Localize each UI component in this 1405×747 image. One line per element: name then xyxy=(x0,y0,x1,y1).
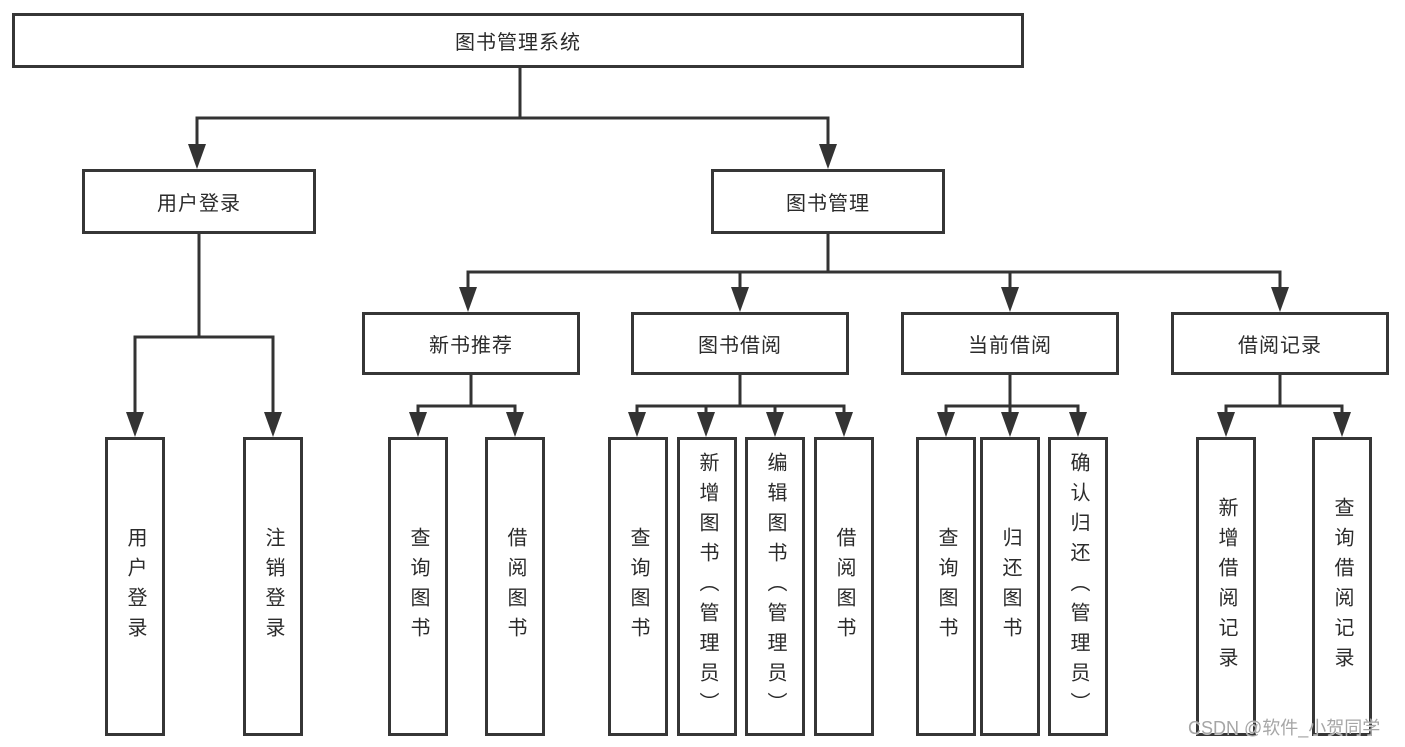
connector-root xyxy=(195,68,830,150)
leaf-label: 查询图书 xyxy=(935,526,957,647)
node-user-login: 用户登录 xyxy=(82,169,316,234)
leaf-confirm-return-admin: 确认归还（管理员） xyxy=(1048,437,1108,736)
leaf-label: 编辑图书（管理员） xyxy=(764,451,786,722)
node-book-borrow: 图书借阅 xyxy=(631,312,849,375)
arrowhead xyxy=(628,412,646,437)
connector-current-borrow xyxy=(944,375,1080,418)
leaf-label: 确认归还（管理员） xyxy=(1067,451,1089,722)
arrowhead xyxy=(506,412,524,437)
leaf-label: 借阅图书 xyxy=(504,526,526,647)
leaf-borrow-books-recommend: 借阅图书 xyxy=(485,437,545,736)
arrowhead xyxy=(459,287,477,312)
leaf-label: 查询图书 xyxy=(627,526,649,647)
csdn-watermark: CSDN @软件_小贺同学 xyxy=(1188,718,1381,738)
leaf-query-books-current: 查询图书 xyxy=(916,437,976,736)
arrowhead xyxy=(1001,287,1019,312)
node-label: 图书借阅 xyxy=(698,335,782,357)
node-label: 图书管理系统 xyxy=(455,32,581,54)
node-label: 新书推荐 xyxy=(429,335,513,357)
connector-new-books xyxy=(416,375,517,418)
node-book-management: 图书管理 xyxy=(711,169,945,234)
node-label: 当前借阅 xyxy=(968,335,1052,357)
connector-book-mgmt xyxy=(466,234,1282,293)
connector-user-login xyxy=(133,234,275,418)
leaf-label: 查询借阅记录 xyxy=(1331,496,1353,677)
leaf-logout: 注销登录 xyxy=(243,437,303,736)
leaf-query-books-borrow: 查询图书 xyxy=(608,437,668,736)
arrowhead xyxy=(1217,412,1235,437)
leaf-return-books: 归还图书 xyxy=(980,437,1040,736)
arrowhead xyxy=(1271,287,1289,312)
arrowheads xyxy=(126,144,1351,437)
arrowhead xyxy=(731,287,749,312)
arrowhead xyxy=(835,412,853,437)
leaf-label: 借阅图书 xyxy=(833,526,855,647)
node-current-borrow: 当前借阅 xyxy=(901,312,1119,375)
leaf-add-borrow-record: 新增借阅记录 xyxy=(1196,437,1256,736)
arrowhead xyxy=(188,144,206,169)
leaf-user-login: 用户登录 xyxy=(105,437,165,736)
leaf-label: 新增图书（管理员） xyxy=(696,451,718,722)
connector-book-borrow xyxy=(635,375,846,418)
leaf-edit-books-admin: 编辑图书（管理员） xyxy=(745,437,805,736)
arrowhead xyxy=(1001,412,1019,437)
leaf-label: 新增借阅记录 xyxy=(1215,496,1237,677)
leaf-label: 注销登录 xyxy=(262,526,284,647)
arrowhead xyxy=(819,144,837,169)
arrowhead xyxy=(1333,412,1351,437)
arrowhead xyxy=(697,412,715,437)
arrowhead xyxy=(937,412,955,437)
node-label: 借阅记录 xyxy=(1238,335,1322,357)
arrowhead xyxy=(1069,412,1087,437)
arrowhead xyxy=(264,412,282,437)
leaf-label: 用户登录 xyxy=(124,526,146,647)
node-borrow-records: 借阅记录 xyxy=(1171,312,1389,375)
leaf-add-books-admin: 新增图书（管理员） xyxy=(677,437,737,736)
arrowhead xyxy=(766,412,784,437)
leaf-label: 归还图书 xyxy=(999,526,1021,647)
leaf-query-borrow-record: 查询借阅记录 xyxy=(1312,437,1372,736)
leaf-label: 查询图书 xyxy=(407,526,429,647)
leaf-borrow-books: 借阅图书 xyxy=(814,437,874,736)
node-label: 图书管理 xyxy=(786,193,870,215)
arrowhead xyxy=(126,412,144,437)
arrowhead xyxy=(409,412,427,437)
connector-borrow-records xyxy=(1224,375,1344,418)
leaf-query-books-recommend: 查询图书 xyxy=(388,437,448,736)
node-root-system: 图书管理系统 xyxy=(12,13,1024,68)
node-new-book-recommend: 新书推荐 xyxy=(362,312,580,375)
node-label: 用户登录 xyxy=(157,193,241,215)
